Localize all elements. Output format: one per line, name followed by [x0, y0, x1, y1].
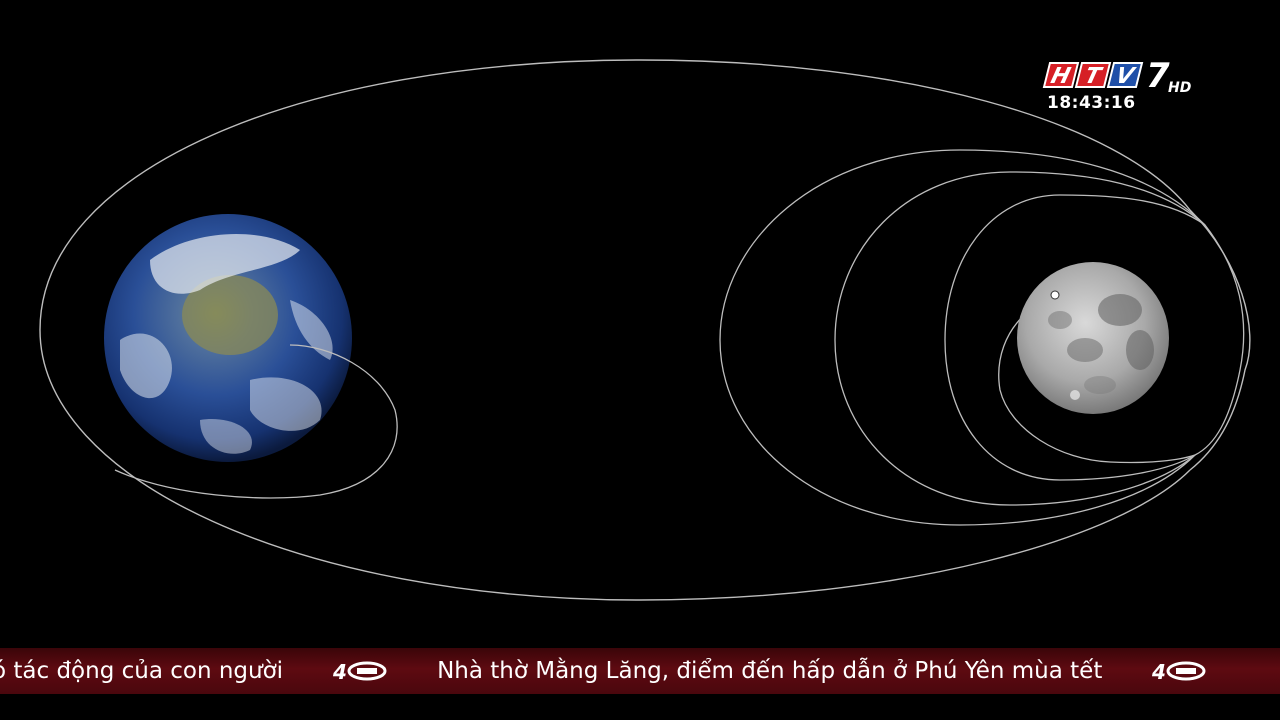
earth-departure-loop: [114, 344, 398, 499]
news-ticker: ó tác động của con người 4 Nhà thờ Mằng …: [0, 648, 1280, 694]
outer-orbit-right-arc: [1189, 209, 1251, 471]
logo-number: 7: [1146, 56, 1170, 96]
svg-text:4: 4: [332, 660, 347, 683]
ticker-item: ó tác động của con người: [0, 658, 284, 684]
svg-text:4: 4: [1151, 660, 1166, 683]
ticker-track: ó tác động của con người 4 Nhà thờ Mằng …: [0, 648, 1256, 694]
logo-letter-h: H: [1042, 62, 1080, 89]
moon-orbit-inner: [998, 309, 1196, 464]
logo-letter-v: V: [1106, 62, 1144, 89]
earth-icon: [104, 214, 352, 462]
moon-orbit-3: [944, 194, 1206, 481]
spacecraft-dot-icon: [1050, 290, 1060, 300]
ticker-item: Nhà thờ Mằng Lăng, điểm đến hấp dẫn ở Ph…: [437, 658, 1103, 684]
moon-orbit-2: [834, 171, 1206, 506]
broadcast-clock: 18:43:16: [1047, 93, 1136, 113]
logo-letter-t: T: [1074, 62, 1112, 89]
outer-transfer-orbit: [39, 59, 1191, 601]
moon-icon: [1017, 262, 1169, 414]
anniversary-45-logo-icon: 4: [1150, 659, 1210, 683]
anniversary-45-logo-icon: 4: [331, 659, 391, 683]
channel-logo-letters: H T V: [1042, 62, 1144, 89]
moon-orbit-1: [719, 149, 1206, 526]
logo-hd-badge: HD: [1168, 80, 1192, 96]
moon-orbit-4: [1194, 224, 1245, 456]
channel-logo: H T V 7 HD: [1042, 56, 1196, 96]
